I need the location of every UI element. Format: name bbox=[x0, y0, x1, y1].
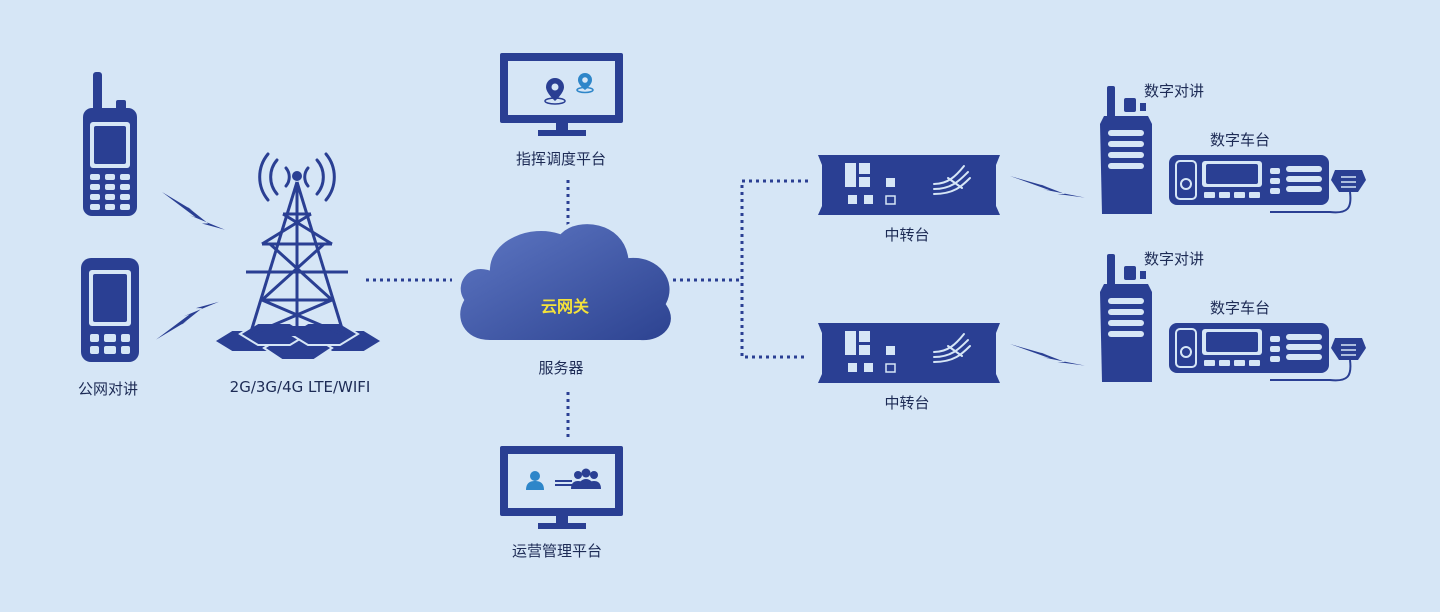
lightning-icon bbox=[1010, 344, 1085, 366]
lightning-icon bbox=[162, 192, 225, 230]
operations-platform-label: 运营管理平台 bbox=[511, 542, 603, 560]
monitor-icon bbox=[500, 53, 623, 136]
cloud-gateway-label: 云网关 bbox=[540, 297, 590, 316]
connection-lines bbox=[366, 179, 808, 440]
server-label: 服务器 bbox=[538, 359, 584, 377]
location-pin-icon bbox=[576, 73, 594, 94]
handheld-2-label: 数字对讲 bbox=[1144, 250, 1205, 268]
repeater-icon bbox=[818, 155, 1000, 215]
radio-handheld-icon bbox=[1100, 254, 1152, 382]
tower-label: 2G/3G/4G LTE/WIFI bbox=[229, 378, 371, 396]
cloud-icon bbox=[456, 220, 675, 345]
radio-mobile-icon bbox=[1169, 155, 1366, 214]
radio-mobile-icon bbox=[1169, 323, 1366, 382]
phone-keypad-icon bbox=[83, 72, 137, 216]
mobile-2-label: 数字车台 bbox=[1210, 299, 1271, 317]
link-branch-repeaters bbox=[740, 179, 808, 359]
cell-tower-icon bbox=[212, 152, 384, 361]
mobile-1-label: 数字车台 bbox=[1210, 131, 1271, 149]
repeater-1-label: 中转台 bbox=[884, 226, 930, 244]
dispatch-platform-label: 指挥调度平台 bbox=[515, 150, 607, 168]
location-pin-icon bbox=[544, 78, 566, 105]
phone-touch-icon bbox=[81, 258, 139, 362]
user-group-icon bbox=[555, 468, 601, 489]
user-icon bbox=[526, 471, 544, 490]
handheld-1-label: 数字对讲 bbox=[1144, 82, 1205, 100]
repeater-2-label: 中转台 bbox=[884, 394, 930, 412]
lightning-icon bbox=[156, 301, 219, 340]
radio-handheld-icon bbox=[1100, 86, 1152, 214]
lightning-icon bbox=[1010, 176, 1085, 198]
repeater-icon bbox=[818, 323, 1000, 383]
public-phones-label: 公网对讲 bbox=[77, 380, 139, 398]
monitor-icon bbox=[500, 446, 623, 529]
